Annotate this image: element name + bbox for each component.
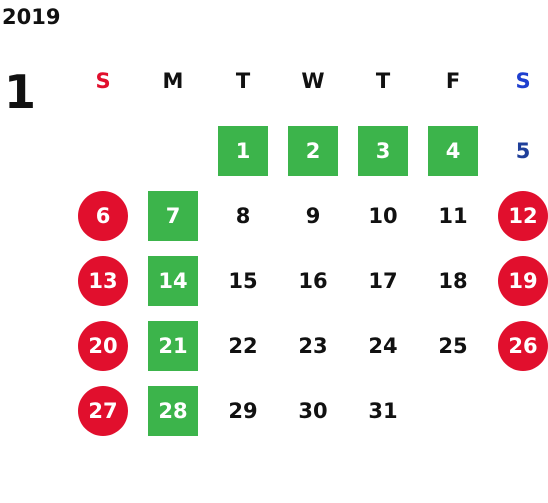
day-cell[interactable]: 9 (278, 183, 348, 248)
day-21: 21 (148, 320, 198, 371)
day-cell[interactable]: 31 (348, 378, 418, 443)
day-cell[interactable]: 17 (348, 248, 418, 313)
day-cell[interactable]: 27 (68, 378, 138, 443)
weekday-sunday: S (95, 69, 111, 93)
day-cell[interactable]: 12 (488, 183, 548, 248)
day-24: 24 (368, 333, 398, 358)
day-cell[interactable]: 18 (418, 248, 488, 313)
day-23: 23 (298, 333, 328, 358)
day-29: 29 (228, 398, 258, 423)
day-14: 14 (148, 255, 198, 306)
weekday-thursday: T (375, 69, 391, 93)
weekday-saturday: S (515, 69, 531, 93)
day-13: 13 (78, 255, 128, 306)
weekday-monday: M (162, 69, 184, 93)
day-6: 6 (78, 190, 128, 241)
month-number: 1 (4, 65, 37, 119)
day-15: 15 (228, 268, 258, 293)
day-cell[interactable]: 11 (418, 183, 488, 248)
day-22: 22 (228, 333, 258, 358)
day-18: 18 (438, 268, 468, 293)
day-3: 3 (358, 125, 408, 176)
day-cell[interactable]: 22 (208, 313, 278, 378)
day-31: 31 (368, 398, 398, 423)
day-cell[interactable]: 15 (208, 248, 278, 313)
day-12: 12 (498, 190, 548, 241)
day-cell[interactable]: 7 (138, 183, 208, 248)
day-17: 17 (368, 268, 398, 293)
day-26: 26 (498, 320, 548, 371)
day-8: 8 (235, 203, 251, 228)
day-4: 4 (428, 125, 478, 176)
year-label: 2019 (2, 5, 61, 29)
day-cell[interactable]: 10 (348, 183, 418, 248)
day-cell[interactable]: 25 (418, 313, 488, 378)
day-5: 5 (515, 138, 531, 163)
day-cell[interactable]: 23 (278, 313, 348, 378)
day-cell[interactable]: 30 (278, 378, 348, 443)
day-cell[interactable]: 3 (348, 118, 418, 183)
day-25: 25 (438, 333, 468, 358)
day-30: 30 (298, 398, 328, 423)
day-28: 28 (148, 385, 198, 436)
weekday-wednesday: W (301, 69, 325, 93)
day-cell[interactable]: 1 (208, 118, 278, 183)
day-cell[interactable]: 6 (68, 183, 138, 248)
day-2: 2 (288, 125, 338, 176)
day-1: 1 (218, 125, 268, 176)
day-cell[interactable]: 24 (348, 313, 418, 378)
day-cell[interactable]: 16 (278, 248, 348, 313)
day-20: 20 (78, 320, 128, 371)
day-11: 11 (438, 203, 468, 228)
weekday-friday: F (445, 69, 461, 93)
day-cell[interactable]: 19 (488, 248, 548, 313)
day-9: 9 (305, 203, 321, 228)
day-cell[interactable]: 2 (278, 118, 348, 183)
day-cell[interactable]: 21 (138, 313, 208, 378)
day-cell[interactable]: 26 (488, 313, 548, 378)
day-cell[interactable]: 14 (138, 248, 208, 313)
day-27: 27 (78, 385, 128, 436)
weekday-tuesday: T (235, 69, 251, 93)
day-cell[interactable]: 4 (418, 118, 488, 183)
day-19: 19 (498, 255, 548, 306)
day-cell[interactable]: 20 (68, 313, 138, 378)
day-cell[interactable]: 29 (208, 378, 278, 443)
day-cell[interactable]: 13 (68, 248, 138, 313)
day-cell[interactable]: 5 (488, 118, 548, 183)
day-10: 10 (368, 203, 398, 228)
day-cell[interactable]: 8 (208, 183, 278, 248)
day-16: 16 (298, 268, 328, 293)
day-7: 7 (148, 190, 198, 241)
day-cell[interactable]: 28 (138, 378, 208, 443)
